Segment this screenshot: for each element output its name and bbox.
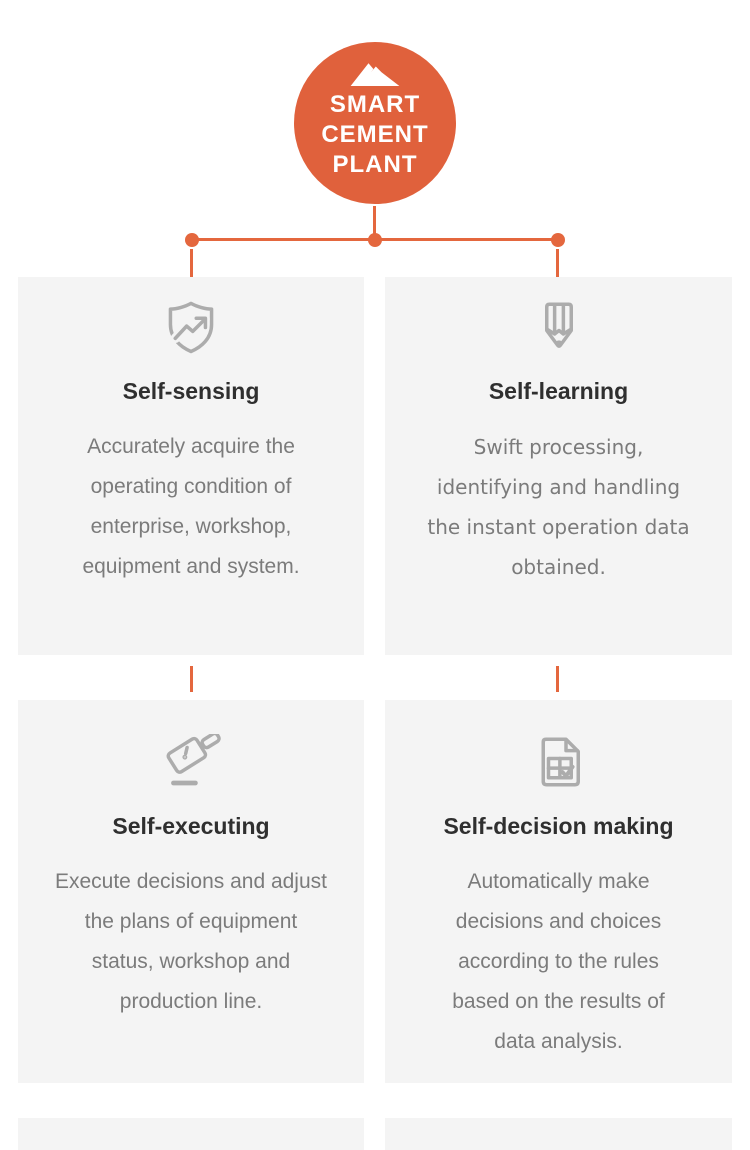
- badge-title: SMART CEMENT PLANT: [321, 90, 428, 180]
- connector-drop-right: [556, 249, 559, 277]
- card-body: Automatically make decisions and choices…: [452, 870, 665, 1053]
- next-row-card-stub-left: [18, 1118, 364, 1150]
- card-title: Self-learning: [488, 378, 629, 404]
- connector-dot-left: [185, 233, 199, 247]
- connector-stem: [373, 206, 376, 242]
- shield-trend-icon: [18, 299, 364, 355]
- connector-mid-right: [556, 666, 559, 692]
- pencil-badge-icon: [385, 299, 732, 355]
- smart-cement-plant-badge: SMART CEMENT PLANT: [294, 42, 456, 204]
- gavel-icon: [18, 734, 364, 790]
- card-self-executing: Self-executing Execute decisions and adj…: [18, 700, 364, 1083]
- connector-mid-left: [190, 666, 193, 692]
- badge-line-2: CEMENT: [321, 121, 429, 148]
- card-self-sensing: Self-sensing Accurately acquire the oper…: [18, 277, 364, 655]
- card-self-decision-making: Self-decision making Automatically make …: [385, 700, 732, 1083]
- card-self-learning: Self-learning Swift processing, identify…: [385, 277, 732, 655]
- connector-dot-right: [551, 233, 565, 247]
- mountain-icon: [350, 63, 400, 86]
- connector-drop-left: [190, 249, 193, 277]
- card-title: Self-executing: [112, 813, 270, 839]
- card-body: Execute decisions and adjust the plans o…: [54, 870, 327, 1013]
- next-row-card-stub-right: [385, 1118, 732, 1150]
- card-body: Accurately acquire the operating conditi…: [82, 435, 300, 578]
- connector-dot-center: [368, 233, 382, 247]
- card-title: Self-decision making: [443, 813, 674, 839]
- badge-line-1: SMART: [329, 91, 421, 118]
- card-title: Self-sensing: [122, 378, 260, 404]
- document-check-icon: [385, 734, 732, 790]
- card-body: Swift processing, identifying and handli…: [427, 435, 690, 579]
- badge-line-3: PLANT: [332, 151, 418, 178]
